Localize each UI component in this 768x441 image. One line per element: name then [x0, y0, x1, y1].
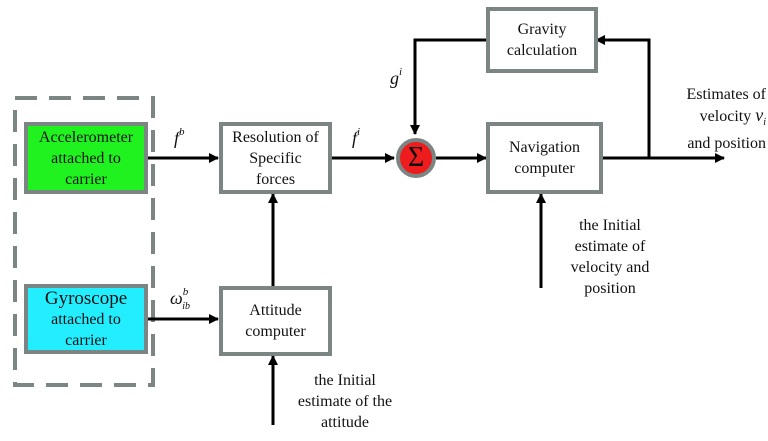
nav-initial-estimate-label: the Initial estimate of velocity and pos…	[555, 215, 665, 299]
signal-label-fb: fb	[174, 126, 185, 149]
signal-label-gi: gi	[390, 66, 403, 89]
block-label: calculation	[506, 42, 578, 59]
resolution-specific-forces-block: Resolution of Specific forces	[219, 122, 332, 194]
annotation-line: estimate of	[574, 238, 646, 255]
gravity-calculation-block: Gravity calculation	[486, 7, 598, 73]
annotation-line: Estimates of	[686, 86, 766, 103]
signal-sub: ib	[182, 300, 190, 312]
sigma-icon: Σ	[407, 142, 425, 173]
block-label: Navigation	[508, 139, 581, 156]
velocity-subscript: i	[763, 117, 766, 129]
annotation-line-velocity: velocity vi	[660, 105, 766, 133]
annotation-line: the Initial	[579, 217, 641, 234]
block-label: Gyroscope	[44, 287, 128, 309]
sensor-group-dashed-border	[13, 96, 155, 387]
wire-feedback-to-gravity	[595, 35, 651, 158]
accelerometer-block: Accelerometer attached to carrier	[24, 122, 148, 194]
block-label: attached to	[51, 149, 121, 167]
gyroscope-block: Gyroscope attached to carrier	[24, 284, 148, 354]
annotation-line: estimate of the	[297, 393, 393, 410]
block-label: Accelerometer	[38, 128, 134, 146]
annotation-line: position	[584, 280, 636, 297]
annotation-line: velocity and	[570, 259, 650, 276]
block-label: carrier	[65, 331, 107, 349]
signal-base: ω	[170, 288, 183, 308]
block-label: computer	[245, 323, 306, 340]
signal-sup: b	[182, 286, 189, 298]
signal-sup: i	[357, 126, 361, 138]
signal-base: f	[352, 128, 358, 148]
block-label: attached to	[51, 310, 121, 328]
annotation-line: attitude	[321, 414, 369, 431]
block-label: Gravity	[517, 21, 567, 38]
annotation-line: the Initial	[314, 372, 376, 389]
signal-base: g	[390, 68, 399, 88]
velocity-symbol: v	[755, 105, 764, 125]
attitude-computer-block: Attitude computer	[219, 286, 332, 356]
wire-gi	[410, 38, 488, 135]
block-label: carrier	[65, 170, 107, 188]
annotation-text: velocity	[699, 108, 752, 125]
signal-base: f	[174, 128, 180, 148]
navigation-computer-block: Navigation computer	[486, 122, 603, 194]
signal-sup: i	[399, 66, 403, 78]
block-label: computer	[514, 160, 575, 177]
block-label: Resolution of	[232, 128, 319, 146]
block-label: Attitude	[249, 302, 302, 319]
block-label: forces	[255, 170, 296, 188]
signal-label-omega: ωb ib	[170, 286, 190, 312]
attitude-initial-estimate-label: the Initial estimate of the attitude	[285, 370, 405, 433]
block-label: Specific	[249, 149, 302, 167]
signal-label-fi: fi	[352, 126, 361, 149]
signal-sup: b	[179, 126, 185, 138]
summation-junction: Σ	[396, 138, 436, 178]
annotation-line: and position	[687, 135, 766, 153]
output-estimates-label: Estimates of velocity vi and position	[660, 84, 766, 154]
